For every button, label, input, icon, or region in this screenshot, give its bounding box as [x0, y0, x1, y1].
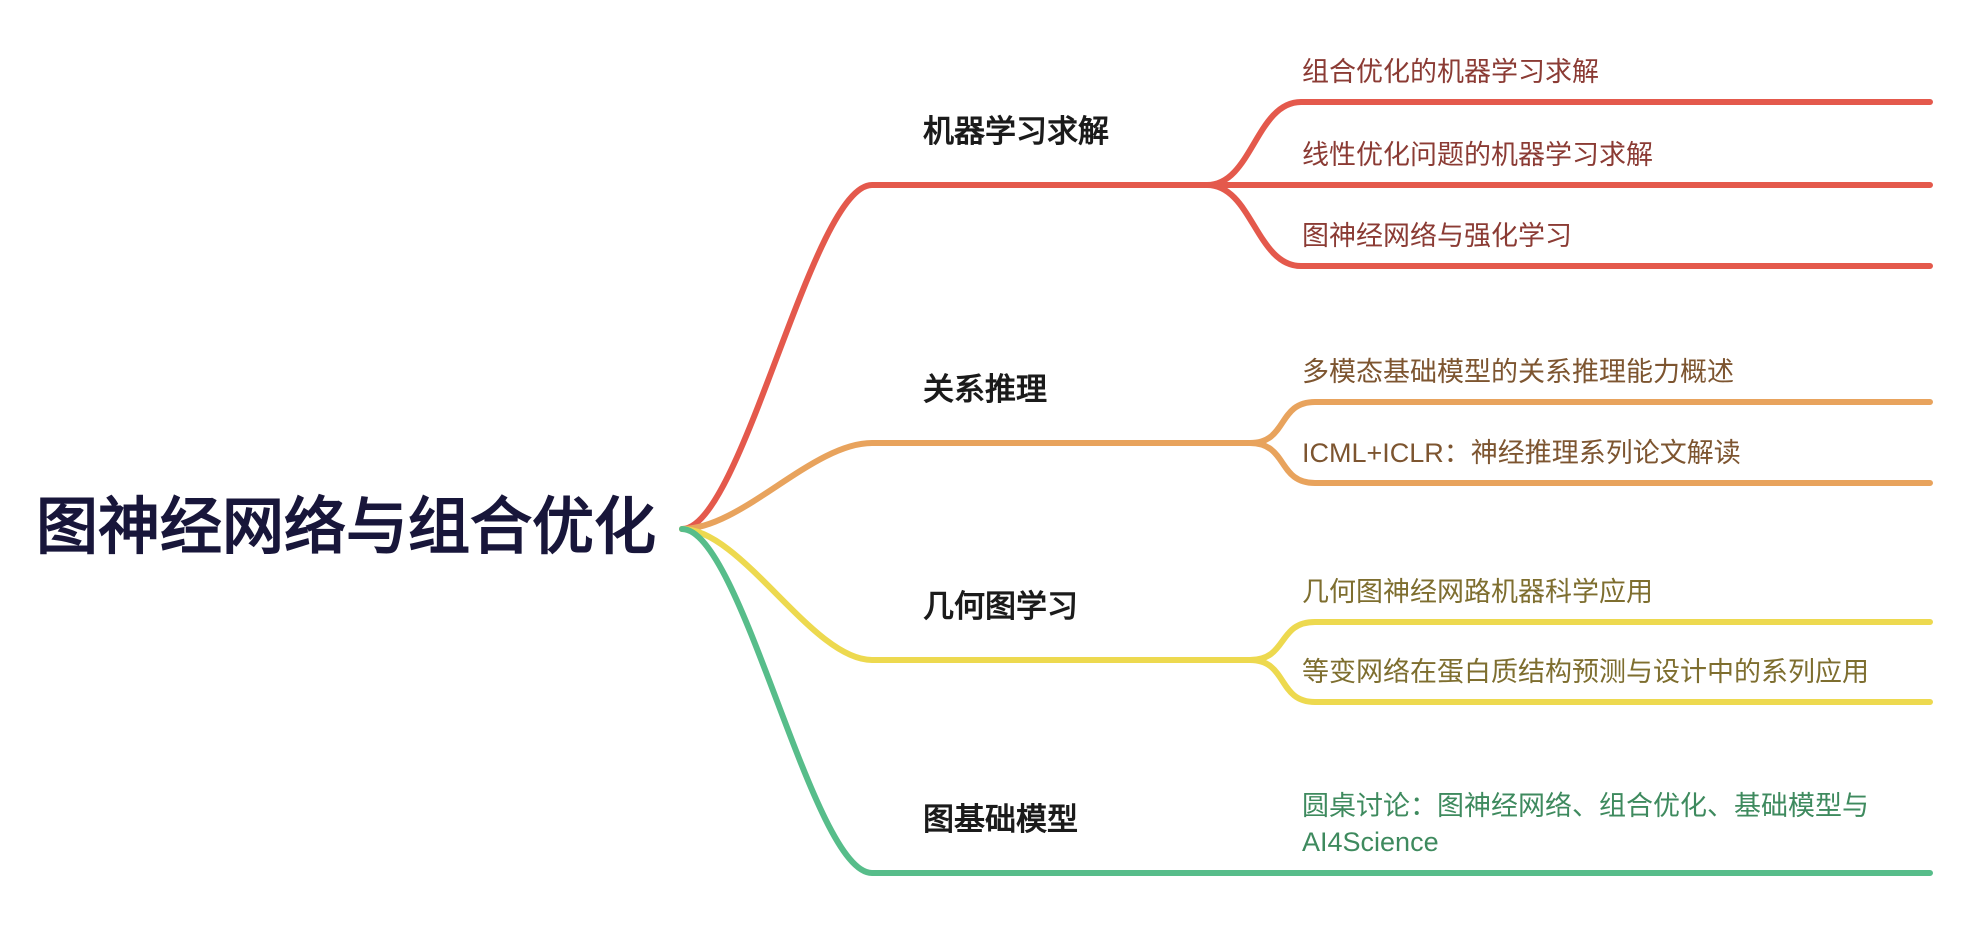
branch4-trunk-line: [679, 526, 1933, 876]
branch2-child1-line: [1247, 399, 1933, 446]
leaf-node[interactable]: 圆桌讨论：图神经网络、组合优化、基础模型与AI4Science: [1302, 791, 1869, 857]
branch-node-geometric-graph-learning[interactable]: 几何图学习: [923, 589, 1078, 624]
branch2-trunk-line: [679, 440, 1253, 532]
leaf-node[interactable]: 线性优化问题的机器学习求解: [1302, 140, 1653, 170]
leaf-node[interactable]: 组合优化的机器学习求解: [1302, 57, 1599, 87]
leaf-node[interactable]: 多模态基础模型的关系推理能力概述: [1302, 357, 1734, 387]
branch1-child3-line: [1204, 182, 1933, 269]
leaf-node[interactable]: 等变网络在蛋白质结构预测与设计中的系列应用: [1302, 657, 1869, 687]
leaf-node[interactable]: 图神经网络与强化学习: [1302, 221, 1572, 251]
branch1-trunk-line: [679, 182, 1933, 532]
branch3-trunk-line: [679, 526, 1253, 663]
branch2-child2-line: [1247, 440, 1933, 486]
root-node[interactable]: 图神经网络与组合优化: [36, 493, 657, 562]
branch1-child1-line: [1204, 99, 1933, 188]
branch3-child2-line: [1247, 657, 1933, 705]
leaf-node[interactable]: 几何图神经网路机器科学应用: [1302, 577, 1653, 607]
branch-node-relational-reasoning[interactable]: 关系推理: [923, 372, 1047, 407]
branch3-child1-line: [1247, 619, 1933, 663]
branch-node-graph-foundation-models[interactable]: 图基础模型: [923, 802, 1078, 837]
branch-node-machine-learning-solving[interactable]: 机器学习求解: [923, 114, 1109, 149]
leaf-node[interactable]: ICML+ICLR：神经推理系列论文解读: [1302, 438, 1741, 468]
